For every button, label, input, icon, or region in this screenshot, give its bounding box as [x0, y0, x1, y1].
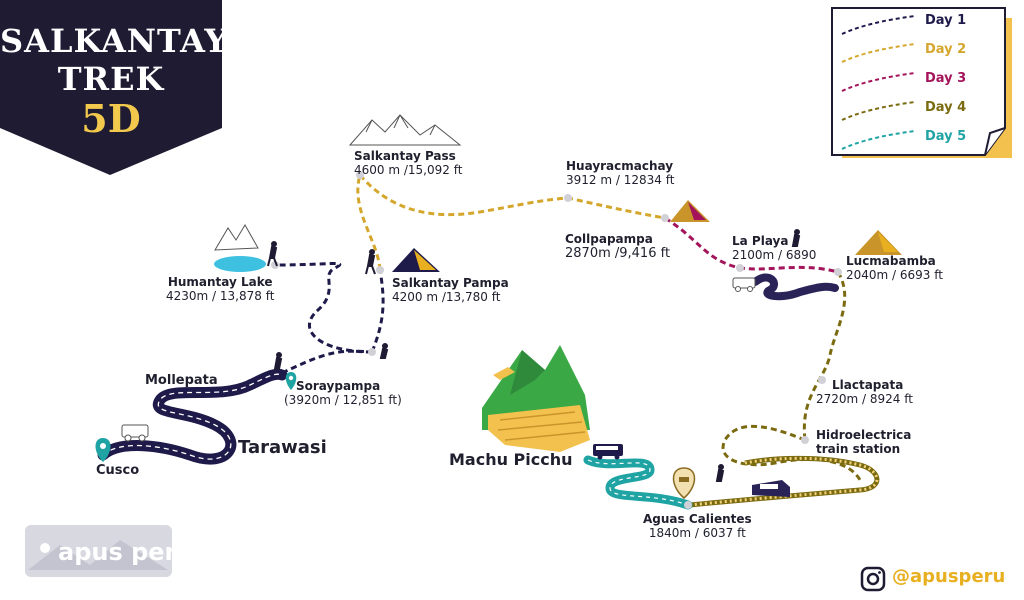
- location-pin-icon: [95, 372, 297, 462]
- instagram-icon[interactable]: [860, 566, 886, 592]
- label-mollepata: Mollepata: [145, 373, 218, 388]
- label-machu-picchu: Machu Picchu: [449, 450, 573, 469]
- hiker-icon: [267, 229, 801, 482]
- route-day5: [583, 455, 693, 510]
- waypoint-lucmabamba: [834, 268, 842, 276]
- waypoint-humantay: [271, 261, 279, 269]
- mountain-icon: [348, 114, 462, 146]
- waypoint-collpapampa: [661, 214, 669, 222]
- title-line3: 5D: [81, 96, 141, 141]
- waypoint-huayracmachay: [564, 194, 572, 202]
- label-humantay-lake: Humantay Lake 4230m / 13,878 ft: [166, 275, 275, 303]
- title-line1: SALKANTAY: [0, 22, 229, 60]
- waypoint-salkantay-pampa: [376, 266, 384, 274]
- waypoint-hidroelectrica: [801, 436, 809, 444]
- train-icon: [752, 480, 790, 497]
- waypoint-llactapata: [818, 376, 826, 384]
- title-banner: [0, 0, 222, 175]
- hotel-pin-icon: [672, 467, 696, 499]
- label-aguas-calientes: Aguas Calientes 1840m / 6037 ft: [643, 512, 752, 540]
- legend-card: [831, 7, 1012, 158]
- waypoint-pass: [356, 171, 364, 179]
- machu-picchu-illustration: [482, 345, 590, 452]
- legend-day4: Day 4: [925, 100, 967, 115]
- tent-icon-collpapampa: [670, 200, 710, 222]
- logo-text: apus peru: [58, 538, 194, 566]
- label-collpapampa: Collpapampa 2870m /9,416 ft: [565, 232, 671, 261]
- label-cusco: Cusco: [96, 463, 140, 478]
- tent-icon-salkantay-pampa: [392, 248, 440, 272]
- waypoint-aguas: [684, 501, 692, 509]
- humantay-lake-icon: [214, 224, 266, 272]
- legend-day2: Day 2: [925, 42, 967, 57]
- bus-icon: [593, 444, 623, 460]
- social-handle[interactable]: @apusperu: [892, 566, 1006, 587]
- title-line2: TREK: [57, 60, 165, 98]
- waypoint-la-playa: [736, 264, 744, 272]
- apus-peru-logo: [25, 525, 172, 577]
- tent-icon-lucmabamba: [855, 230, 902, 255]
- label-tarawasi: Tarawasi: [238, 437, 327, 458]
- label-hidroelectrica: Hidroelectrica train station: [816, 428, 912, 456]
- route-day1: [274, 261, 385, 375]
- label-lucmabamba: Lucmabamba 2040m / 6693 ft: [846, 254, 943, 282]
- waypoint-soraypampa: [368, 348, 376, 356]
- waypoints: [271, 171, 842, 509]
- label-salkantay-pass: Salkantay Pass 4600 m /15,092 ft: [354, 149, 463, 177]
- legend-day3: Day 3: [925, 71, 967, 86]
- label-la-playa: La Playa 2100m / 6890: [732, 234, 817, 262]
- car-icon: [121, 277, 756, 442]
- road-la-playa: [751, 273, 839, 301]
- legend-day1: Day 1: [925, 13, 967, 28]
- legend-day5: Day 5: [925, 129, 967, 144]
- route-day2: [356, 174, 666, 271]
- label-huayracmachay: Huayracmachay 3912 m / 12834 ft: [566, 159, 675, 187]
- label-soraypampa: Soraypampa (3920m / 12,851 ft): [284, 379, 402, 407]
- label-salkantay-pampa: Salkantay Pampa 4200 m /13,780 ft: [392, 276, 509, 304]
- label-llactapata: Llactapata 2720m / 8924 ft: [816, 378, 913, 406]
